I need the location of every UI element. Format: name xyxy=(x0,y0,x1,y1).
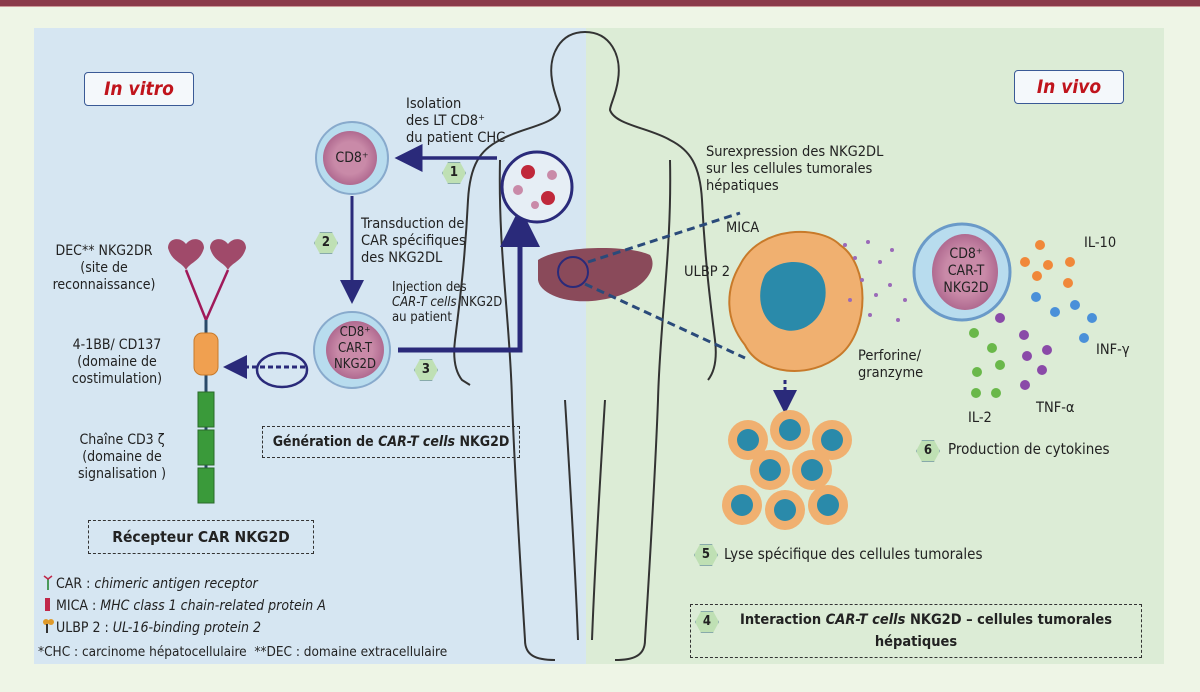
lymphocyte xyxy=(513,185,523,195)
step-3-label-italic: CAR-T cells xyxy=(392,295,457,310)
liver xyxy=(538,248,653,302)
step-2-label: Transduction de CAR spécifiques des NKG2… xyxy=(361,216,466,266)
step-6-label: Production de cytokines xyxy=(948,440,1110,458)
legend-item-ulbp2: ULBP 2 : UL-16-binding protein 2 xyxy=(38,620,261,636)
costim-label: 4-1BB/ CD137 (domaine de costimulation) xyxy=(71,337,163,387)
in-vivo-label: In vivo xyxy=(1014,70,1124,104)
dec-nkg2dr-label: DEC** NKG2DR (site de reconnaissance) xyxy=(52,243,156,293)
tumor-cell-nucleus xyxy=(760,262,826,331)
legend-icons xyxy=(43,575,54,633)
legend-abbr: MICA : xyxy=(56,598,101,614)
generation-title-italic: CAR-T cells xyxy=(378,434,456,450)
liver-zoom-circle xyxy=(557,256,589,288)
step-3-label-suffix: NKG2D xyxy=(456,295,503,310)
receptor-dec-left xyxy=(168,239,204,270)
interaction-title-line2: hépatiques xyxy=(874,634,958,650)
cytokine-il2-label: IL-2 xyxy=(968,410,992,426)
human-body-outline xyxy=(453,31,717,661)
ulbp2-label: ULBP 2 xyxy=(684,264,731,280)
step-3-label-line1: Injection des xyxy=(392,280,467,295)
cytokine-infg-dots xyxy=(1031,292,1097,343)
mica-label: MICA xyxy=(726,220,760,236)
in-vivo-panel xyxy=(586,28,1164,664)
cytokine-tnfa-label: TNF-α xyxy=(1036,400,1075,416)
costim-domain xyxy=(193,332,219,376)
receptor-highlight-circle xyxy=(255,351,309,389)
in-vitro-panel xyxy=(34,28,586,664)
interaction-title: 4 Interaction CAR-T cells NKG2D – cellul… xyxy=(690,604,1142,658)
interaction-italic: CAR-T cells xyxy=(825,612,906,628)
cart-cell-nucleus xyxy=(326,321,384,379)
red-blood-cell xyxy=(541,191,555,205)
interaction-title-line1: Interaction CAR-T cells NKG2D – cellules… xyxy=(691,609,1141,631)
perforin-granzyme-label: Perforine/ granzyme xyxy=(858,348,924,381)
footnote: *CHC : carcinome hépatocellulaire **DEC … xyxy=(38,644,448,660)
receptor-title: Récepteur CAR NKG2D xyxy=(88,520,314,554)
cd8-cell-nucleus xyxy=(323,131,377,185)
perforin-granules xyxy=(843,240,907,322)
generation-title-suffix: NKG2D xyxy=(455,434,510,450)
blood-sample-circle xyxy=(500,150,574,224)
step-5-badge: 5 xyxy=(694,544,718,566)
step-5-label: Lyse spécifique des cellules tumorales xyxy=(724,545,983,563)
generation-title: Génération de CAR-T cells NKG2D xyxy=(262,426,520,458)
cd3-segment xyxy=(197,429,215,466)
cd3-segment xyxy=(197,467,215,504)
cytokine-il2-dots xyxy=(969,328,1005,398)
in-vitro-label: In vitro xyxy=(84,72,194,106)
cart-right-cell-label: CD8⁺ CAR-T NKG2D xyxy=(943,246,989,296)
legend-full: chimeric antigen receptor xyxy=(94,576,258,592)
interaction-suffix: NKG2D – cellules tumorales xyxy=(905,612,1113,628)
cart-cell-label: CD8⁺ CAR-T NKG2D xyxy=(334,325,376,372)
step-1-badge: 1 xyxy=(442,162,466,184)
arrow-step-3 xyxy=(398,207,540,353)
lymphocyte xyxy=(547,170,557,180)
legend-abbr: ULBP 2 : xyxy=(56,620,113,636)
zoom-line-bottom xyxy=(584,282,746,360)
receptor-dec-right xyxy=(210,239,246,270)
cart-right-nucleus xyxy=(932,234,998,310)
zoom-line-top xyxy=(587,211,741,264)
cytokine-il10-label: IL-10 xyxy=(1084,235,1117,251)
cytokine-infg-label: INF-γ xyxy=(1096,342,1130,358)
legend-item-mica: MICA : MHC class 1 chain-related protein… xyxy=(38,598,326,614)
step-1-label: Isolation des LT CD8⁺ du patient CHC xyxy=(406,96,506,146)
legend-abbr: CAR : xyxy=(56,576,95,592)
lymphocyte xyxy=(531,201,539,209)
legend-full: MHC class 1 chain-related protein A xyxy=(100,598,326,614)
cd8-cell-label: CD8⁺ xyxy=(335,150,369,166)
cytokine-tnfa-dots xyxy=(995,313,1052,390)
interaction-prefix: Interaction xyxy=(739,612,826,628)
cytokine-il10-dots xyxy=(1020,240,1075,288)
step-6-badge: 6 xyxy=(916,440,940,462)
cd3-zeta-label: Chaîne CD3 ζ (domaine de signalisation ) xyxy=(77,432,167,482)
step-2-badge: 2 xyxy=(314,232,338,254)
step-3-label: Injection des CAR-T cells NKG2D au patie… xyxy=(392,280,502,325)
lysed-tumor-cells xyxy=(722,410,852,530)
legend-full: UL-16-binding protein 2 xyxy=(112,620,262,636)
step-4-badge: 4 xyxy=(695,611,719,633)
step-3-label-line3: au patient xyxy=(392,310,452,325)
overexpression-label: Surexpression des NKG2DL sur les cellule… xyxy=(706,144,884,194)
cd3-segment xyxy=(197,391,215,428)
generation-title-prefix: Génération de xyxy=(272,434,379,450)
red-blood-cell xyxy=(521,165,535,179)
legend-item-car: CAR : chimeric antigen receptor xyxy=(38,576,258,592)
top-border xyxy=(0,0,1200,7)
step-3-badge: 3 xyxy=(414,359,438,381)
